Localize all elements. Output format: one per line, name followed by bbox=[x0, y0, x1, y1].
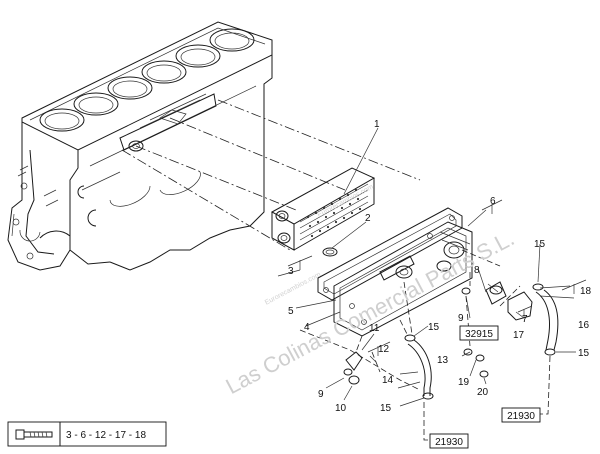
oil-cooler bbox=[270, 167, 376, 251]
bolt-icon bbox=[15, 429, 53, 440]
callout-1: 1 bbox=[374, 119, 380, 130]
hose-left bbox=[407, 339, 432, 396]
callout-14: 14 bbox=[382, 375, 394, 386]
alignment-line-4 bbox=[217, 99, 421, 181]
callout-15b: 15 bbox=[534, 239, 546, 250]
callout-16: 16 bbox=[578, 320, 590, 331]
svg-text:32915: 32915 bbox=[465, 329, 493, 340]
callout-15c: 15 bbox=[578, 348, 590, 359]
legend-parts-list: 3 - 6 - 12 - 17 - 18 bbox=[66, 430, 146, 441]
callout-9b: 9 bbox=[318, 389, 324, 400]
callout-13: 13 bbox=[437, 355, 449, 366]
engine-block bbox=[7, 21, 273, 271]
legend-box: 3 - 6 - 12 - 17 - 18 bbox=[7, 421, 167, 447]
callout-17: 17 bbox=[513, 330, 525, 341]
svg-text:21930: 21930 bbox=[507, 411, 535, 422]
alignment-line-3 bbox=[121, 149, 291, 251]
callout-20: 20 bbox=[477, 387, 489, 398]
callout-4: 4 bbox=[304, 322, 310, 333]
seal-ring-8 bbox=[489, 285, 503, 295]
alignment-line-2 bbox=[169, 117, 346, 191]
callout-2: 2 bbox=[365, 213, 371, 224]
pipe-fitting bbox=[345, 351, 363, 371]
callout-11: 11 bbox=[369, 323, 380, 334]
cooler-cover bbox=[333, 221, 473, 337]
reference-box-32915: 32915 bbox=[459, 325, 499, 341]
callout-3: 3 bbox=[288, 266, 294, 277]
thermostat-cover bbox=[485, 281, 507, 305]
callout-numbers: 1 2 3 4 5 6 7 8 9 9 10 11 12 13 14 15 15… bbox=[288, 119, 592, 414]
alignment-line-1 bbox=[135, 145, 297, 211]
callout-15d: 15 bbox=[380, 403, 392, 414]
callout-5: 5 bbox=[288, 306, 294, 317]
watermark-main: Las Colinas Comercial Parts S.L. bbox=[222, 225, 519, 399]
callout-12: 12 bbox=[378, 344, 390, 355]
bolt-symbols bbox=[287, 199, 587, 356]
callout-19: 19 bbox=[458, 377, 470, 388]
reference-box-21930-lower: 21930 bbox=[429, 433, 469, 449]
callout-10: 10 bbox=[335, 403, 347, 414]
seal-ring bbox=[322, 247, 338, 257]
callout-15a: 15 bbox=[428, 322, 440, 333]
callout-6: 6 bbox=[490, 196, 496, 207]
reference-box-21930-upper: 21930 bbox=[501, 407, 541, 423]
callout-9a: 9 bbox=[458, 313, 464, 324]
callout-8: 8 bbox=[474, 265, 480, 276]
svg-text:21930: 21930 bbox=[435, 437, 463, 448]
leader-lines bbox=[277, 127, 576, 407]
hose-elbow bbox=[507, 291, 533, 321]
callout-18: 18 bbox=[580, 286, 592, 297]
hose-right bbox=[535, 289, 559, 351]
cylinder-bores bbox=[39, 28, 255, 132]
callout-7: 7 bbox=[522, 314, 528, 325]
